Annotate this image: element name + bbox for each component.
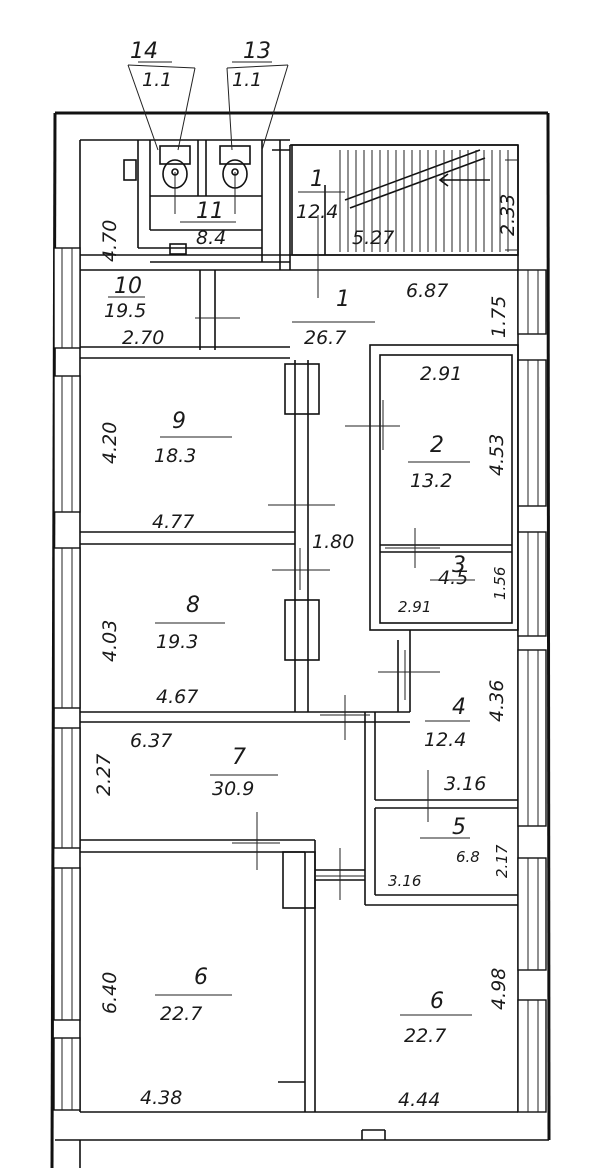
dim-3-16-top: 3.16 [444,773,486,795]
room-number-6-final: 6 [430,989,444,1014]
room-number-13: 14 [130,39,158,64]
dim-6-87: 6.87 [406,280,448,302]
room-number-7: 6 [194,965,208,990]
outer-walls [50,111,551,1168]
room-number-5: 5 [452,815,466,840]
dim-5-27: 5.27 [352,227,394,249]
room-number-4: 4 [452,695,466,720]
dim-6-37: 6.37 [130,730,172,752]
right-windows [517,269,547,1113]
dimension-leaders [505,159,518,251]
room-number-1: 1 [336,287,350,312]
dim-4-77: 4.77 [152,511,194,533]
dim-2-91-bottom: 2.91 [398,598,431,616]
room-number-2: 2 [430,433,444,458]
dim-4-20: 4.20 [99,422,121,464]
room-area-2: 13.2 [410,470,452,492]
dim-4-67: 4.67 [156,686,198,708]
dim-4-53: 4.53 [486,434,508,476]
door-marks [195,215,440,900]
left-windows [53,247,81,1111]
dim-4-44: 4.44 [398,1089,440,1111]
room-area-9: 19.3 [156,631,198,653]
room-area-6: 22.7 [404,1025,446,1047]
room-number-1-stair: 1 [310,167,324,192]
dim-1-80: 1.80 [312,531,354,553]
area-underlines [108,191,475,1016]
dim-2-33: 2.33 [497,194,519,236]
room-number-9-text: 8 [186,593,200,618]
interior-walls [80,254,519,1112]
dimension-labels: 4.70 2.33 5.27 6.87 1.75 2.70 2.91 4.20 … [93,194,519,1111]
room-area-13: 1.1 [142,69,172,91]
room-number-11: 10 [114,274,142,299]
dim-4-03: 4.03 [99,620,121,662]
room-6-labels: 6 22.7 [404,989,446,1047]
room-area-12: 8.4 [196,227,226,249]
room-area-1-stair: 12.4 [296,201,338,223]
dim-1-75: 1.75 [488,296,510,338]
wc-block [123,64,291,270]
dim-4-36: 4.36 [486,680,508,722]
room-area-5: 6.8 [456,848,480,866]
dim-4-70: 4.70 [99,220,121,262]
room-number-3: 3 [452,553,466,578]
dim-2-91-top: 2.91 [420,363,462,385]
room-number-eight: 7 [232,745,246,770]
dim-6-40: 6.40 [99,972,121,1014]
room-area-4: 12.4 [424,729,466,751]
room-area-7: 22.7 [160,1003,202,1025]
room-labels: 14 1.1 13 1.1 1 12.4 11 8.4 10 19.5 1 26… [104,39,480,1025]
room-area-8: 30.9 [212,778,254,800]
room-number-14: 13 [243,39,271,64]
dim-4-38: 4.38 [140,1087,182,1109]
dim-2-17: 2.17 [493,844,511,878]
room-area-14: 1.1 [232,69,262,91]
room-area-1: 26.7 [304,327,346,349]
room-area-10: 18.3 [154,445,196,467]
staircase [272,144,519,256]
room-number-12: 11 [196,199,224,224]
dim-2-70: 2.70 [122,327,164,349]
room-number-10-label: 9 [172,409,186,434]
dim-4-98: 4.98 [488,968,510,1010]
room-area-11: 19.5 [104,300,146,322]
dim-3-16-bottom: 3.16 [388,872,421,890]
dim-2-27: 2.27 [93,754,115,796]
room-area-3: 4.5 [438,567,468,589]
dim-1-56: 1.56 [491,567,509,600]
